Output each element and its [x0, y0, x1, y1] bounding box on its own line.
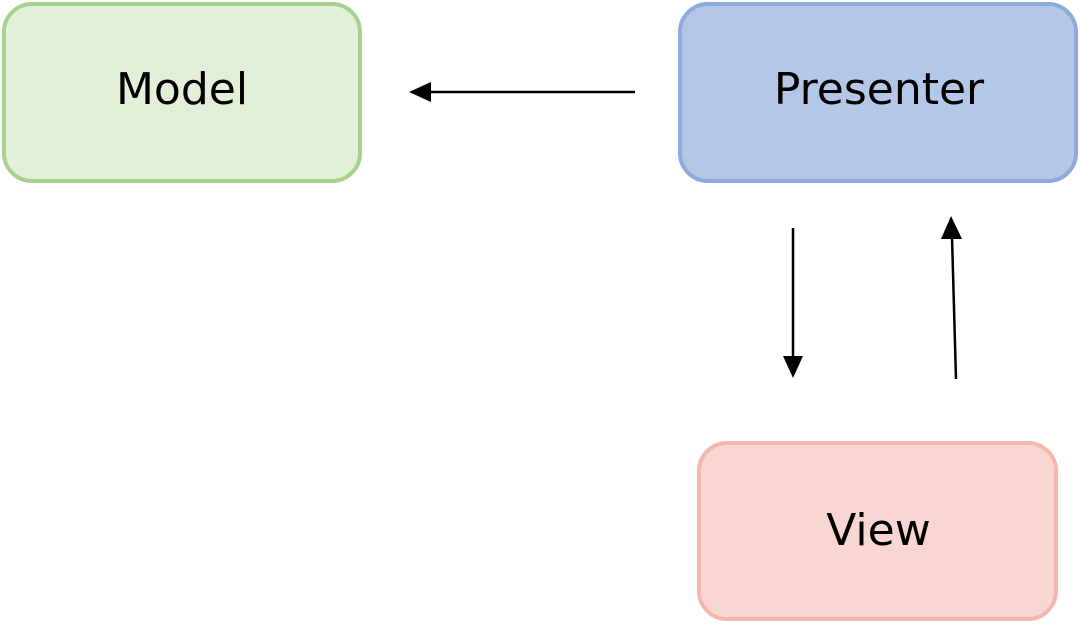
model-label: Model — [115, 63, 249, 115]
presenter-node: Presenter — [678, 2, 1078, 183]
arrow-presenter-to-model-head — [409, 82, 431, 102]
arrow-presenter-to-view-head — [783, 356, 803, 378]
arrow-presenter-to-view — [783, 228, 803, 378]
model-node: Model — [2, 2, 362, 183]
arrow-view-to-presenter — [941, 216, 962, 380]
view-label: View — [826, 505, 931, 556]
arrow-presenter-to-model — [409, 82, 635, 102]
view-node: View — [697, 441, 1058, 621]
arrow-view-to-presenter-line — [950, 236, 958, 380]
arrow-view-to-presenter-head — [941, 216, 962, 239]
presenter-label: Presenter — [773, 63, 985, 115]
